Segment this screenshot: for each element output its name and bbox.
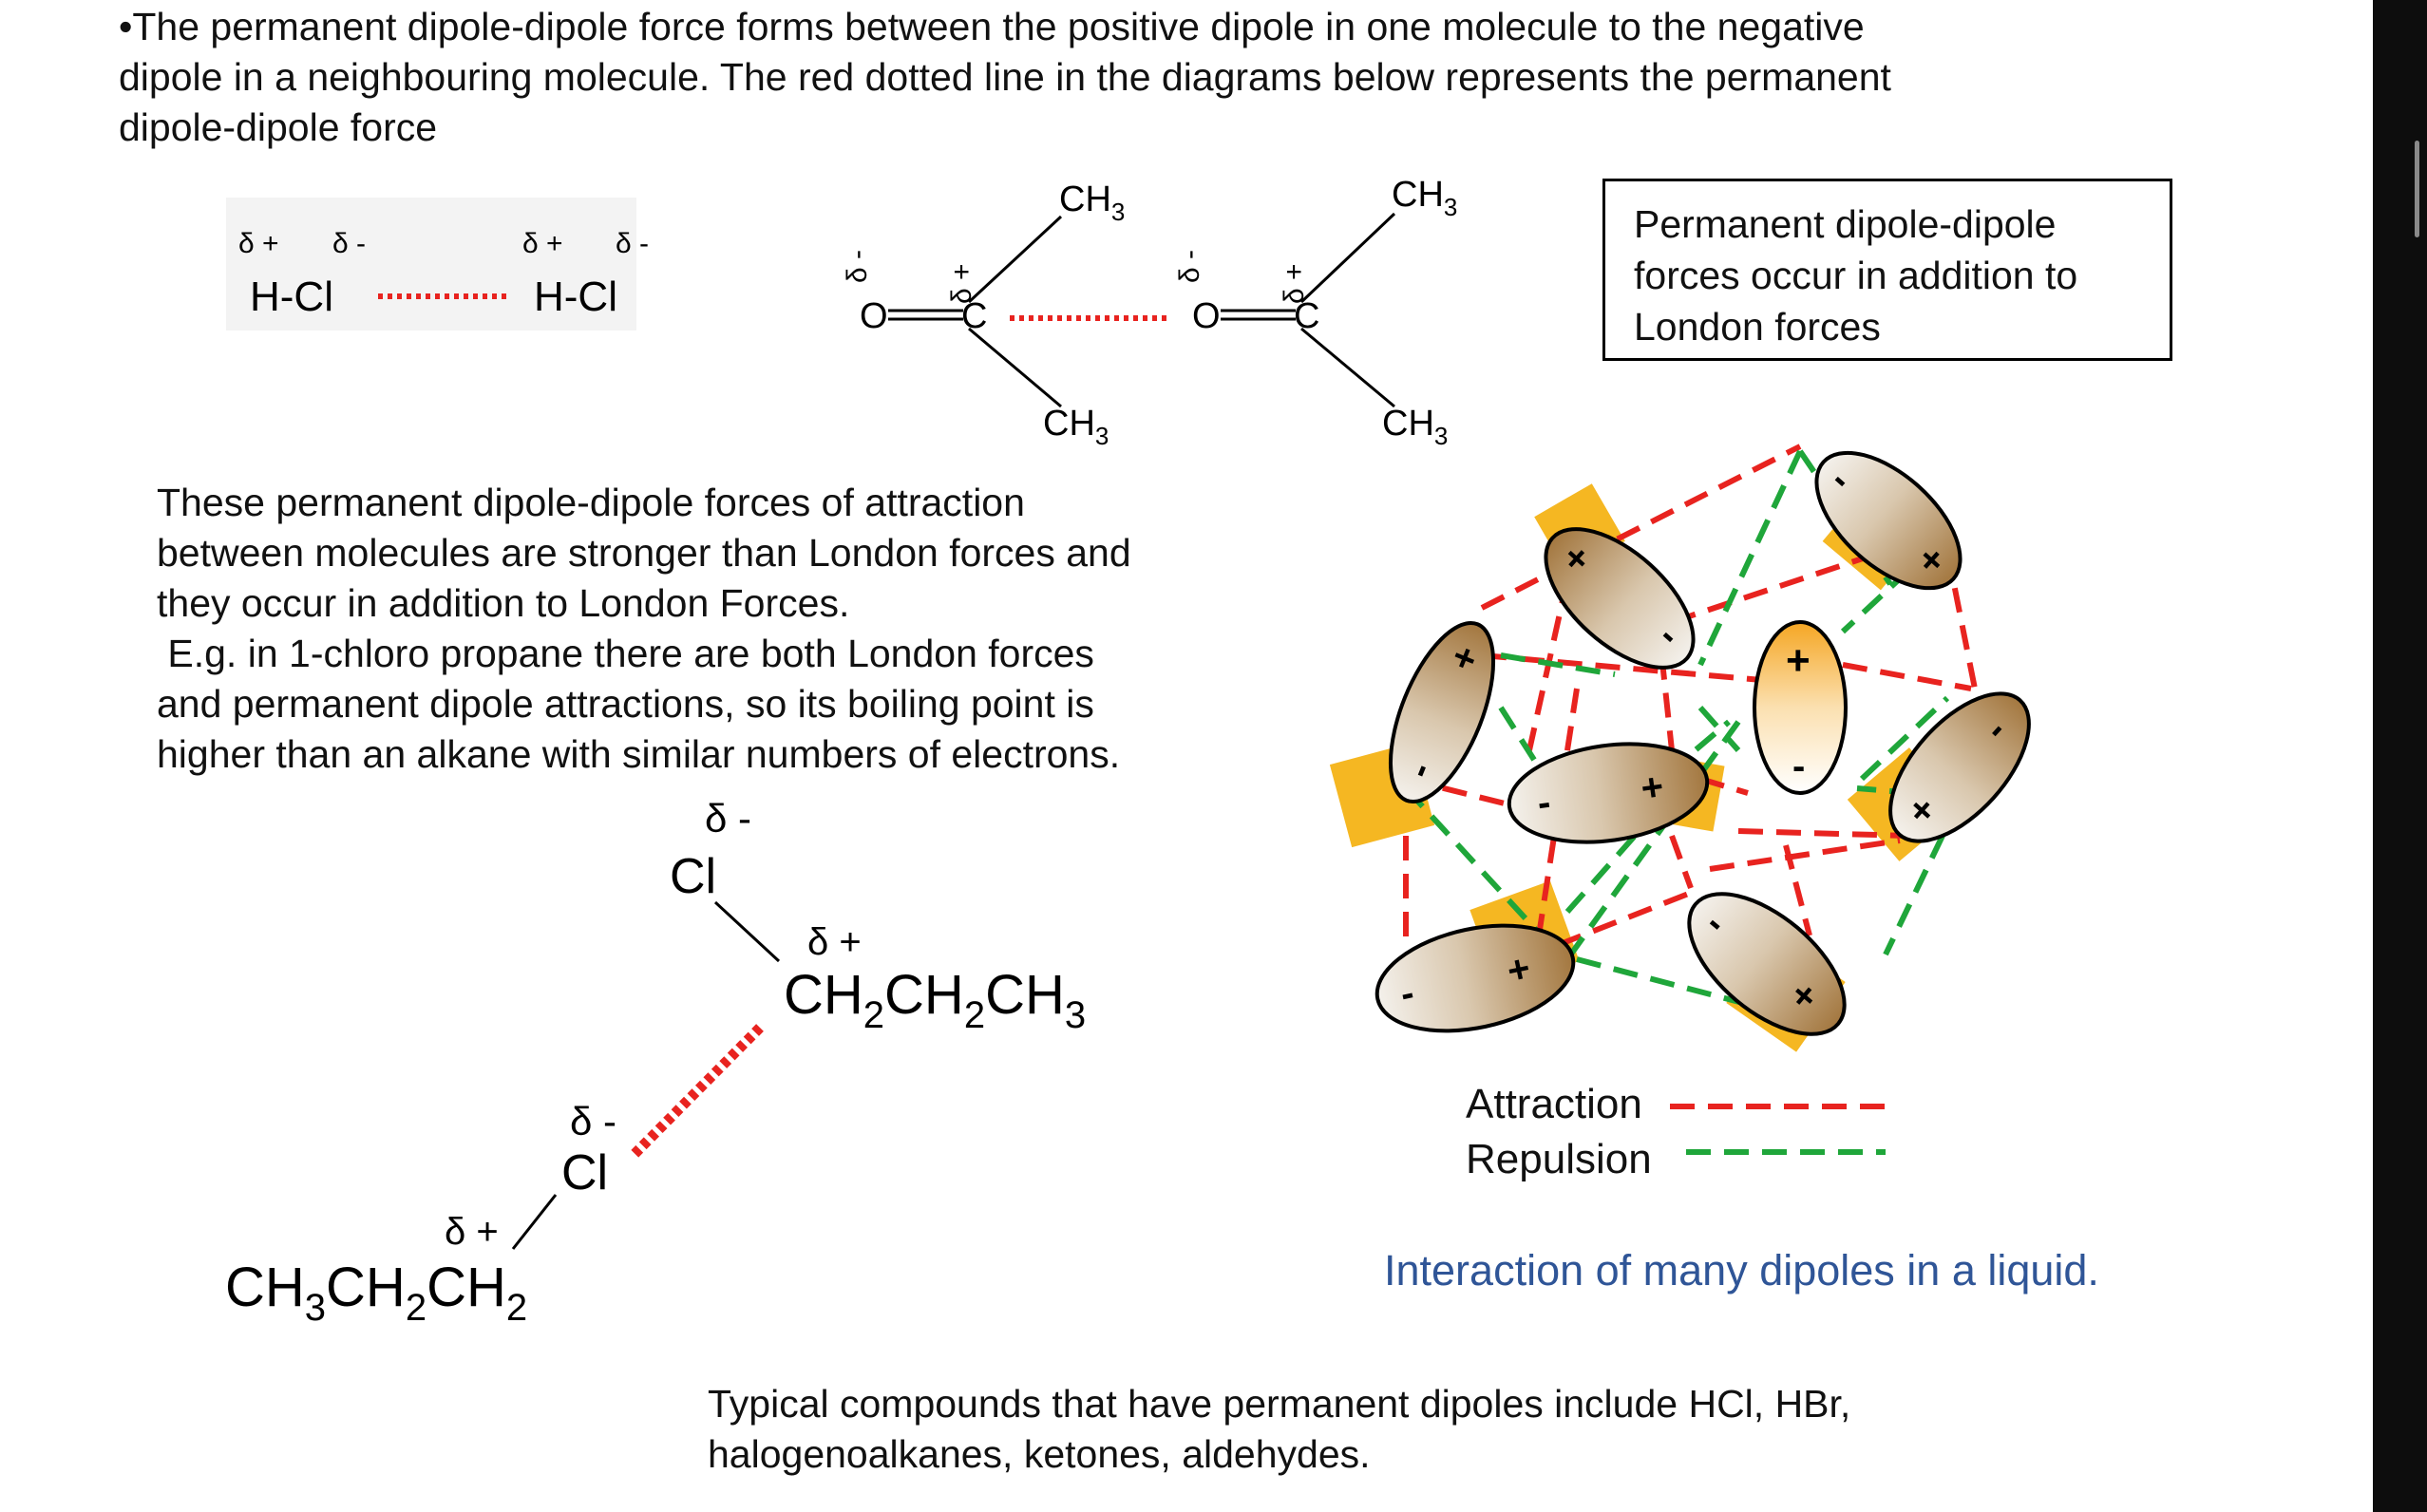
cp-lower-delta-minus: δ - — [570, 1099, 616, 1143]
attraction-line — [1842, 662, 1972, 691]
explanation-paragraph: These permanent dipole-dipole forces of … — [157, 478, 1249, 780]
cp-upper-bond — [713, 900, 781, 963]
legend-repulsion-label: Repulsion — [1466, 1136, 1652, 1182]
attraction-line — [1669, 834, 1694, 890]
acetone1-ch3-top: CH3 — [1059, 180, 1125, 226]
note-line-3: London forces — [1634, 305, 1881, 349]
hcl2-delta-minus: δ - — [616, 228, 649, 259]
attraction-line — [1783, 844, 1812, 936]
cp-upper-delta-minus: δ - — [705, 796, 751, 841]
attraction-line — [1556, 890, 1693, 948]
repulsion-line — [1498, 706, 1537, 762]
acetone2-carbon: C — [1294, 296, 1319, 336]
dipole-molecule: - + — [1888, 691, 2031, 843]
note-box: Permanent dipole-dipole forces occur in … — [1602, 179, 2172, 361]
dipole-molecule: - + — [1687, 892, 1847, 1036]
dipole-molecule-highlighted: + - — [1753, 620, 1848, 795]
para-line-3: they occur in addition to London Forces. — [157, 581, 850, 625]
intro-line-2: dipole in a neighbouring molecule. The r… — [119, 55, 1891, 99]
hcl1-label: H-Cl — [250, 274, 333, 320]
cp-lower-delta-plus: δ + — [445, 1211, 499, 1253]
acetone1-oxygen: O — [860, 296, 888, 336]
repulsion-line — [1564, 720, 1741, 961]
repulsion-line — [1883, 834, 1945, 956]
cp-lower-bond — [511, 1194, 558, 1250]
intro-line-3: dipole-dipole force — [119, 105, 438, 149]
acetone2-delta-plus: δ + — [1279, 263, 1310, 304]
repulsion-line — [1697, 449, 1803, 667]
acetone1-bond-top — [967, 215, 1063, 304]
acetone1-bond-bottom — [968, 327, 1062, 408]
repulsion-line — [1500, 652, 1616, 677]
para-line-6: higher than an alkane with similar numbe… — [157, 732, 1121, 776]
cp-upper-delta-plus: δ + — [807, 921, 862, 963]
acetone2-ch3-bottom: CH3 — [1382, 404, 1448, 450]
dipole-minus: - — [1792, 746, 1805, 787]
acetone1-ch3-bottom: CH3 — [1043, 404, 1109, 450]
hcl-diagram: δ + δ - H-Cl δ + δ - H-Cl — [226, 198, 649, 331]
repulsion-line — [1859, 695, 1950, 782]
hcl1-delta-minus: δ - — [332, 228, 366, 259]
repulsion-line — [1697, 706, 1741, 752]
cp-upper-cl: Cl — [670, 849, 716, 904]
hcl1-delta-plus: δ + — [238, 228, 279, 259]
dipole-molecule: - + — [1375, 923, 1576, 1033]
typical-compounds-text: Typical compounds that have permanent di… — [708, 1379, 1943, 1480]
diagrams-canvas: δ + δ - H-Cl δ + δ - H-Cl CH3 CH3 O C δ … — [225, 175, 2031, 1329]
para-line-1: These permanent dipole-dipole forces of … — [157, 481, 1025, 524]
note-line-1: Permanent dipole-dipole — [1634, 202, 2057, 246]
acetone2-oxygen: O — [1192, 296, 1221, 336]
para-line-5: and permanent dipole attractions, so its… — [157, 682, 1094, 726]
attraction-line — [1737, 828, 1910, 839]
intro-line-1: •The permanent dipole-dipole force forms… — [119, 5, 1865, 48]
acetone2-bond-top — [1299, 212, 1396, 304]
acetone1-delta-plus: δ + — [946, 263, 977, 304]
intro-text: •The permanent dipole-dipole force forms… — [119, 2, 2114, 153]
repulsion-line — [1576, 956, 1758, 1010]
hcl2-delta-plus: δ + — [522, 228, 563, 259]
typical-line-2: halogenoalkanes, ketones, aldehydes. — [708, 1432, 1371, 1476]
attraction-line — [1709, 838, 1901, 872]
acetone2-ch3-top: CH3 — [1392, 175, 1457, 221]
hcl-background — [226, 198, 636, 331]
cp-lower-chain: CH3CH2CH2 — [225, 1257, 527, 1329]
legend-attraction-label: Attraction — [1466, 1081, 1642, 1127]
acetone2-delta-minus: δ - — [1174, 250, 1205, 283]
acetone1-carbon: C — [961, 296, 987, 336]
dipole-molecule: - + — [1507, 742, 1710, 844]
dipole-minus: - — [1535, 782, 1553, 824]
acetone1-delta-minus: δ - — [842, 250, 873, 283]
cp-upper-chain: CH2CH2CH3 — [784, 964, 1086, 1036]
repulsion-line — [1564, 824, 1646, 914]
para-line-2: between molecules are stronger than Lond… — [157, 531, 1131, 575]
dipole-plus: + — [1786, 637, 1811, 684]
scrollbar-track[interactable] — [2373, 0, 2427, 1512]
dipole-molecule: - + — [1544, 527, 1696, 670]
note-box-text: Permanent dipole-dipole forces occur in … — [1634, 198, 2166, 352]
typical-line-1: Typical compounds that have permanent di… — [708, 1382, 1851, 1426]
attraction-line — [1481, 652, 1806, 687]
para-line-4: E.g. in 1-chloro propane there are both … — [157, 632, 1094, 675]
chloropropane-diagram: δ - Cl δ + CH2CH2CH3 δ - Cl δ + CH3CH2CH… — [225, 796, 1086, 1329]
liquid-caption: Interaction of many dipoles in a liquid. — [1384, 1246, 2099, 1295]
cp-lower-cl: Cl — [561, 1145, 608, 1200]
dipole-molecule: - + — [1814, 450, 1962, 591]
acetone2-bond-bottom — [1300, 327, 1395, 408]
acetone-diagram: CH3 CH3 O C δ - δ + CH3 CH3 O C δ - δ + — [842, 175, 1457, 450]
cp-dipole-force-line — [631, 1024, 764, 1158]
note-line-2: forces occur in addition to — [1634, 254, 2078, 297]
attraction-line — [1480, 444, 1802, 611]
dipole-molecule: - + — [1388, 620, 1496, 804]
scrollbar-thumb[interactable] — [2415, 141, 2419, 237]
liquid-dipole-diagram: - + - + - + + - - + - + - — [1329, 444, 2031, 1155]
hcl2-label: H-Cl — [534, 274, 617, 320]
